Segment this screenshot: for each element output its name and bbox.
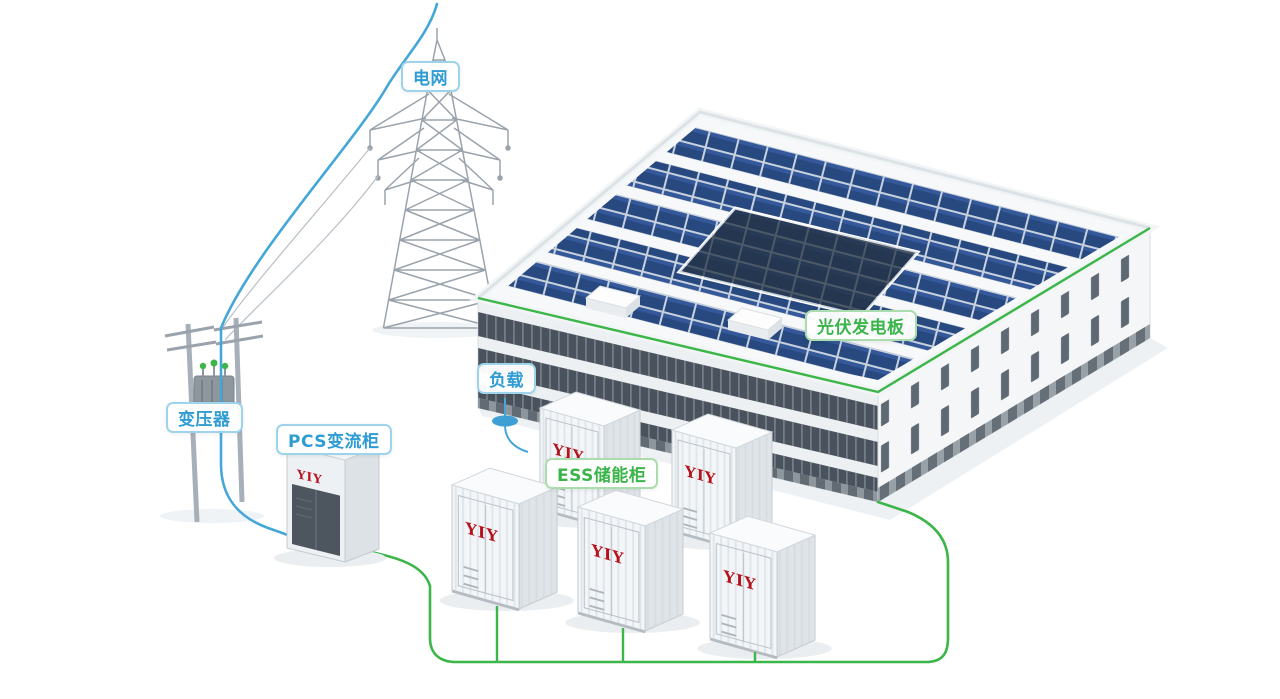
skylight-box: [584, 285, 642, 318]
storage-loop-line: [358, 500, 950, 664]
transmission-tower-graphic: [367, 28, 511, 338]
roof-edge-green-line: [477, 226, 1151, 394]
label-ess-cabinet: ESS储能柜: [545, 458, 659, 489]
yiy-logo: YIY: [296, 467, 323, 487]
ess-cabinet-3: [438, 466, 576, 613]
label-transformer: 变压器: [166, 402, 243, 433]
label-load: 负载: [477, 363, 536, 394]
label-pv-panels: 光伏发电板: [805, 310, 917, 341]
building-ground-shadow: [478, 338, 1168, 520]
transformer-graphic: [193, 359, 235, 409]
ess-cabinet-5: [696, 514, 834, 661]
label-grid: 电网: [401, 61, 460, 92]
ess-cabinet-4: [564, 488, 702, 635]
overhead-wires: [220, 147, 379, 341]
grid-connection-line: [219, 2, 439, 547]
storage-loop-stubs: [495, 606, 757, 661]
label-pcs-cabinet: PCS变流柜: [276, 424, 392, 455]
building-side-windows: [878, 242, 1150, 488]
load-tap-point: [492, 398, 529, 453]
skylight-box: [726, 307, 784, 340]
